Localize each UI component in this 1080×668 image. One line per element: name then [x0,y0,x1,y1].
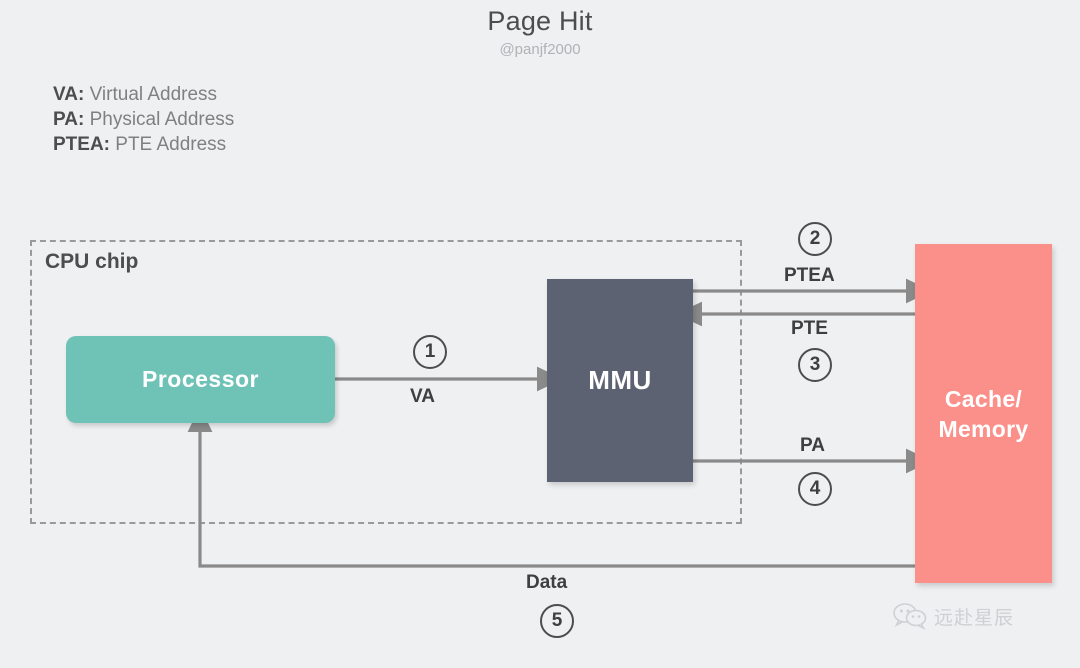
step-badge-5: 5 [540,604,574,638]
processor-node[interactable]: Processor [66,336,335,423]
page-title: Page Hit [487,6,593,36]
edge-label-pte: PTE [791,318,828,339]
legend-key-ptea: PTEA: [53,134,110,155]
step-badge-3: 3 [798,348,832,382]
mmu-label: MMU [588,365,652,395]
legend-item-pa: PA: Physical Address [53,107,234,132]
abbreviation-legend: VA: Virtual Address PA: Physical Address… [53,82,234,157]
edge-label-va: VA [410,386,435,407]
edge-label-data: Data [526,572,568,593]
legend-item-ptea: PTEA: PTE Address [53,132,234,157]
edge-label-ptea: PTEA [784,265,835,286]
legend-key-pa: PA: [53,109,85,130]
processor-label: Processor [141,366,259,392]
cache-label-line2: Memory [938,415,1029,442]
mmu-node[interactable]: MMU [547,279,693,482]
step-badge-4: 4 [798,472,832,506]
legend-value-pa: Physical Address [89,109,235,130]
diagram-header: Page Hit @panjf2000 [0,4,1080,61]
edge-label-pa: PA [800,435,825,456]
wechat-icon [893,603,927,630]
watermark-text: 远赴星辰 [934,607,1015,629]
cache-memory-node[interactable]: Cache/ Memory [915,244,1052,583]
watermark: 远赴星辰 [893,602,1014,630]
legend-value-va: Virtual Address [89,84,218,105]
step-badge-2: 2 [798,222,832,256]
cpu-chip-label: CPU chip [45,250,139,273]
legend-key-va: VA: [53,84,85,105]
legend-item-va: VA: Virtual Address [53,82,234,107]
page-subtitle: @panjf2000 [499,41,581,58]
legend-value-ptea: PTE Address [115,134,227,155]
cache-label-line1: Cache/ [944,385,1023,412]
step-badge-1: 1 [413,335,447,369]
